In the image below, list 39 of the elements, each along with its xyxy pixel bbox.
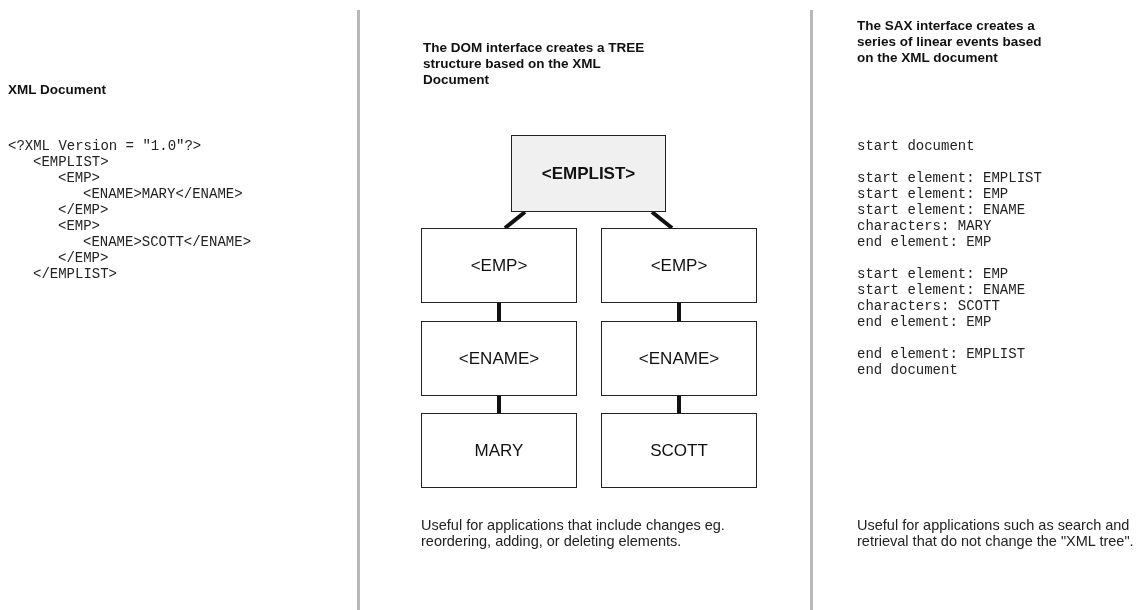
tree-node-box: MARY xyxy=(421,413,577,488)
code-line: start element: EMP xyxy=(857,266,1009,282)
code-line: <EMPLIST> xyxy=(33,154,109,170)
section-heading: The DOM interface creates a TREE structure based on the XML Document xyxy=(423,40,646,88)
section-heading: The SAX interface creates a series of linear events based on the XML document xyxy=(857,18,1043,66)
tree-node-box: <EMP> xyxy=(421,228,577,303)
code-line: </EMP> xyxy=(58,202,109,218)
code-line: </EMPLIST> xyxy=(33,266,117,282)
code-line: start element: EMP xyxy=(857,186,1009,202)
code-line: end element: EMPLIST xyxy=(857,346,1026,362)
tree-node-box: <EMP> xyxy=(601,228,757,303)
code-line: start document xyxy=(857,138,975,154)
tree-node-box: <ENAME> xyxy=(421,321,577,396)
connector-line xyxy=(677,303,681,321)
code-line: <ENAME>SCOTT</ENAME> xyxy=(83,234,252,250)
connector-line xyxy=(497,396,501,413)
tree-node-box: <ENAME> xyxy=(601,321,757,396)
connector-line xyxy=(497,303,501,321)
connector-line xyxy=(650,210,674,230)
connector-line xyxy=(503,210,527,230)
code-line: <EMP> xyxy=(58,170,100,186)
code-line: <ENAME>MARY</ENAME> xyxy=(83,186,243,202)
code-line: </EMP> xyxy=(58,250,109,266)
code-line: start element: ENAME xyxy=(857,282,1026,298)
description-text: Useful for applications that include changes eg. reordering, adding, or deleting elements. xyxy=(421,517,726,549)
description-text: Useful for applications such as search and retrieval that do not change the "XML tree". xyxy=(857,517,1135,549)
code-line: end element: EMP xyxy=(857,314,992,330)
code-line: characters: MARY xyxy=(857,218,992,234)
code-line: <?XML Version = "1.0"?> xyxy=(8,138,202,154)
code-line: end element: EMP xyxy=(857,234,992,250)
tree-node-box: SCOTT xyxy=(601,413,757,488)
code-line: start element: ENAME xyxy=(857,202,1026,218)
connector-line xyxy=(677,396,681,413)
section-heading: XML Document xyxy=(8,82,107,98)
code-line: characters: SCOTT xyxy=(857,298,1000,314)
code-line: <EMP> xyxy=(58,218,100,234)
tree-node-box: <EMPLIST> xyxy=(511,135,666,212)
code-line: start element: EMPLIST xyxy=(857,170,1042,186)
code-line: end document xyxy=(857,362,958,378)
